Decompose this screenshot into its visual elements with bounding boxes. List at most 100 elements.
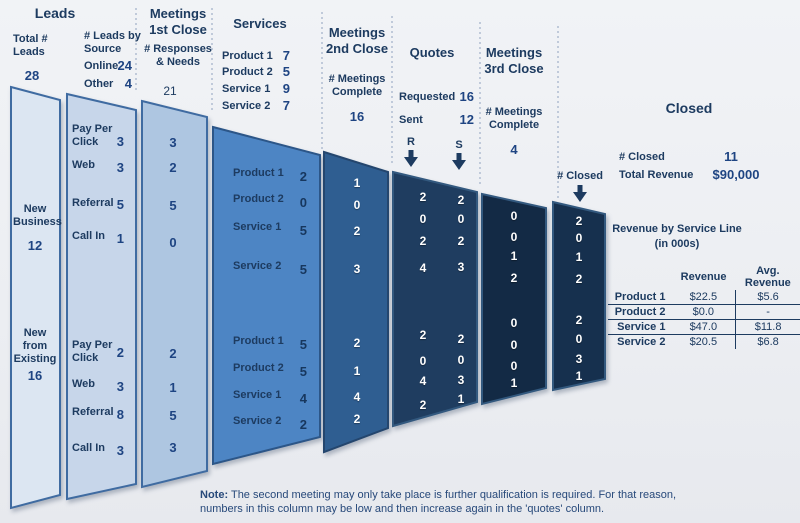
col6-r-value: 4 <box>419 374 427 388</box>
col4-row-value: 2 <box>299 169 307 184</box>
section-separators <box>135 8 559 198</box>
leads-source-label: # Leads by Source <box>84 30 141 56</box>
col2-row-label: Referral <box>72 406 114 418</box>
meetings1-sub: # Responses & Needs <box>144 43 212 69</box>
down-arrow-icon <box>573 185 587 202</box>
revenue-table-subtitle: (in 000s) <box>654 238 700 250</box>
col7-value: 2 <box>510 271 518 285</box>
footnote-line-1: Note: The second meeting may only take p… <box>200 489 677 501</box>
col3-value: 3 <box>169 440 177 455</box>
col1-seg2-value: 16 <box>27 368 43 383</box>
col8-value: 1 <box>575 250 583 264</box>
col6-s-value: 2 <box>457 234 465 248</box>
col4-row-value: 4 <box>299 391 307 406</box>
col2-row-value: 1 <box>116 231 124 246</box>
col4-row-value: 0 <box>299 195 307 210</box>
col8-value: 2 <box>575 272 583 286</box>
col4-row-value: 5 <box>299 223 307 238</box>
down-arrow-icon <box>452 153 466 170</box>
revenue-table-header-row: Revenue Avg. Revenue <box>608 264 800 290</box>
meetings2-value: 16 <box>349 109 365 124</box>
col6-s-value: 0 <box>457 353 465 367</box>
col2-row-value: 3 <box>116 134 124 149</box>
closed-title: Closed <box>665 100 713 116</box>
col6-s-value: 2 <box>457 193 465 207</box>
col6-r-value: 2 <box>419 190 427 204</box>
other-label: Other <box>84 78 114 90</box>
col8-value: 0 <box>575 332 583 346</box>
col6-s-value: 0 <box>457 212 465 226</box>
col2-row-label: Web <box>72 378 96 390</box>
col6-s-value: 1 <box>457 392 465 406</box>
quotes-r-label: R <box>407 136 415 148</box>
col7-value: 1 <box>510 376 518 390</box>
footnote-line-2: numbers in this column may be low and th… <box>200 503 605 515</box>
col5-value: 2 <box>353 224 361 238</box>
col3-value: 3 <box>169 135 177 150</box>
col4-row-value: 5 <box>299 262 307 277</box>
table-row: Product 2 $0.0 - <box>608 304 800 320</box>
col7-value: 0 <box>510 338 518 352</box>
services-row-label: Service 2 <box>222 100 271 112</box>
meetings3-sub: # Meetings Complete <box>485 106 543 132</box>
col4-row-label: Service 2 <box>233 415 282 427</box>
services-title: Services <box>233 16 287 31</box>
quotes-title: Quotes <box>409 45 455 60</box>
funnel-column-1 <box>10 85 61 510</box>
footnote-prefix: Note: <box>200 489 229 501</box>
meetings1-value: 21 <box>163 84 177 98</box>
meetings3-title: Meetings 3rd Close <box>484 45 544 76</box>
col3-value: 2 <box>169 160 177 175</box>
col3-value: 1 <box>169 380 177 395</box>
table-row: Product 1 $22.5 $5.6 <box>608 290 800 305</box>
col8-value: 1 <box>575 369 583 383</box>
col7-value: 0 <box>510 359 518 373</box>
col2-row-label: Call In <box>72 442 106 454</box>
table-row: Service 1 $47.0 $11.8 <box>608 319 800 335</box>
services-row-value: 5 <box>282 64 290 79</box>
col2-row-value: 3 <box>116 443 124 458</box>
meetings1-title: Meetings 1st Close <box>149 6 207 37</box>
col2-row-value: 2 <box>116 345 124 360</box>
col6-r-value: 2 <box>419 328 427 342</box>
col8-value: 0 <box>575 231 583 245</box>
revenue-table-title: Revenue by Service Line <box>612 223 742 235</box>
col5-value: 1 <box>353 364 361 378</box>
col4-row-label: Service 1 <box>233 221 282 233</box>
quotes-s-label: S <box>455 139 463 151</box>
col7-value: 0 <box>510 316 518 330</box>
col4-row-value: 5 <box>299 364 307 379</box>
col2-row-value: 3 <box>116 379 124 394</box>
col6-r-value: 0 <box>419 354 427 368</box>
col6-s-value: 2 <box>457 332 465 346</box>
col6-r-value: 0 <box>419 212 427 226</box>
services-row-label: Service 1 <box>222 83 271 95</box>
table-row: Service 2 $20.5 $6.8 <box>617 334 779 349</box>
closed-marker-label: # Closed <box>557 170 603 182</box>
col8-value: 2 <box>575 214 583 228</box>
col6-r-value: 2 <box>419 234 427 248</box>
col8-value: 3 <box>575 352 583 366</box>
col7-value: 0 <box>510 230 518 244</box>
col2-row-value: 8 <box>116 407 124 422</box>
col3-value: 2 <box>169 346 177 361</box>
col1-seg1-label: New Business <box>13 203 62 229</box>
col4-row-label: Product 1 <box>233 167 284 179</box>
online-label: Online <box>84 60 119 72</box>
sent-label: Sent <box>399 114 423 126</box>
services-row-value: 7 <box>282 48 290 63</box>
col3-value: 0 <box>169 235 177 250</box>
services-row-value: 7 <box>282 98 290 113</box>
funnel-column-6 <box>392 170 478 428</box>
online-value: 24 <box>117 58 132 73</box>
services-row-value: 9 <box>282 81 290 96</box>
col1-seg2-label: New from Existing <box>13 327 57 366</box>
leads-title: Leads <box>34 5 76 21</box>
col6-s-value: 3 <box>457 373 465 387</box>
closed-count-value: 11 <box>724 149 738 164</box>
col4-row-value: 2 <box>299 417 307 432</box>
leads-total-value: 28 <box>24 68 40 83</box>
col5-value: 3 <box>353 262 361 276</box>
services-row-label: Product 1 <box>222 50 273 62</box>
